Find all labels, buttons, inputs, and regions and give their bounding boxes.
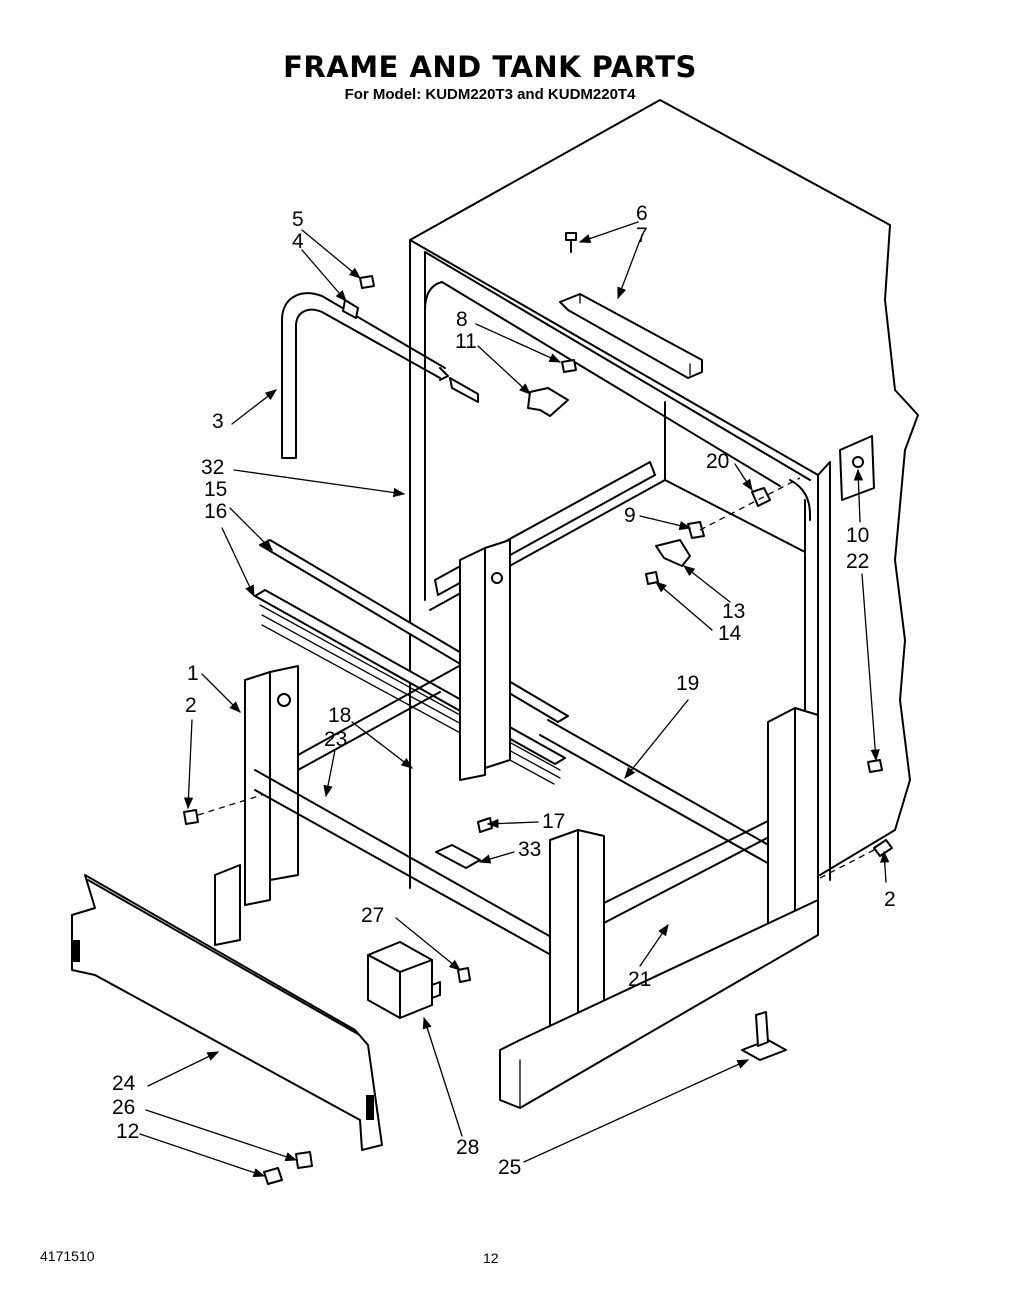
callout-24: 24 xyxy=(112,1072,136,1095)
part-21-crossmember xyxy=(599,809,791,926)
callout-2-right: 2 xyxy=(884,888,896,911)
part-20-bushing xyxy=(751,487,771,507)
callout-14: 14 xyxy=(718,622,742,645)
part-10-bracket xyxy=(839,435,875,501)
part-3-rail xyxy=(281,292,479,459)
leader-lines xyxy=(139,221,890,1178)
part-33-block xyxy=(435,844,481,869)
callout-labels: 5 4 3 6 7 8 11 32 15 16 20 9 13 14 10 22… xyxy=(112,202,896,1179)
callout-17: 17 xyxy=(542,810,565,833)
document-number: 4171510 xyxy=(40,1248,95,1264)
part-27-screw xyxy=(457,967,471,983)
callout-8: 8 xyxy=(456,308,468,331)
callout-25: 25 xyxy=(498,1156,521,1179)
callout-23: 23 xyxy=(324,728,347,751)
part-13-bracket xyxy=(655,539,691,567)
front-right-upright xyxy=(549,829,605,1056)
part-6-screw xyxy=(565,232,577,253)
callout-5: 5 xyxy=(292,208,304,231)
callout-26: 26 xyxy=(112,1096,135,1119)
callout-9: 9 xyxy=(624,504,636,527)
part-1-upright xyxy=(244,665,299,906)
part-25-leveler xyxy=(741,1011,787,1061)
callout-11: 11 xyxy=(455,330,477,353)
part-24-panel xyxy=(71,874,383,1151)
callout-13: 13 xyxy=(722,600,745,623)
part-17-screw xyxy=(477,817,493,833)
part-19-crossmember xyxy=(539,719,796,871)
part-23-crossmember xyxy=(254,659,561,961)
callout-15: 15 xyxy=(204,478,227,501)
part-12-screw xyxy=(263,1167,283,1185)
callout-7: 7 xyxy=(636,224,648,247)
callout-4: 4 xyxy=(292,230,304,253)
callout-6: 6 xyxy=(636,202,648,225)
callout-12: 12 xyxy=(116,1120,139,1143)
part-22-screw xyxy=(867,759,883,773)
callout-28: 28 xyxy=(456,1136,479,1159)
part-2-screw-right xyxy=(873,839,893,857)
part-11-bracket xyxy=(527,387,569,417)
callout-32: 32 xyxy=(201,456,224,479)
page-subtitle: For Model: KUDM220T3 and KUDM220T4 xyxy=(344,86,636,103)
part-9-screw xyxy=(687,521,705,539)
part-5-screw xyxy=(359,275,375,289)
callout-22: 22 xyxy=(846,550,869,573)
callout-27: 27 xyxy=(361,904,384,927)
callout-1: 1 xyxy=(187,662,199,685)
callout-10: 10 xyxy=(846,524,869,547)
part-26-nut xyxy=(295,1151,313,1169)
callout-21: 21 xyxy=(628,968,651,991)
callout-19: 19 xyxy=(676,672,699,695)
inner-rail xyxy=(434,461,656,596)
page-title: FRAME AND TANK PARTS xyxy=(283,50,697,84)
callout-18: 18 xyxy=(328,704,351,727)
base-pan xyxy=(214,864,819,1109)
callout-16: 16 xyxy=(204,500,227,523)
part-7-bracket xyxy=(559,293,703,379)
part-28-box xyxy=(367,941,441,1019)
part-8-clip xyxy=(561,359,577,373)
callout-3: 3 xyxy=(212,410,224,433)
callout-2-left: 2 xyxy=(185,694,197,717)
page-number: 12 xyxy=(483,1250,499,1266)
part-2-screw-left xyxy=(183,809,199,825)
callout-33: 33 xyxy=(518,838,541,861)
callout-20: 20 xyxy=(706,450,729,473)
